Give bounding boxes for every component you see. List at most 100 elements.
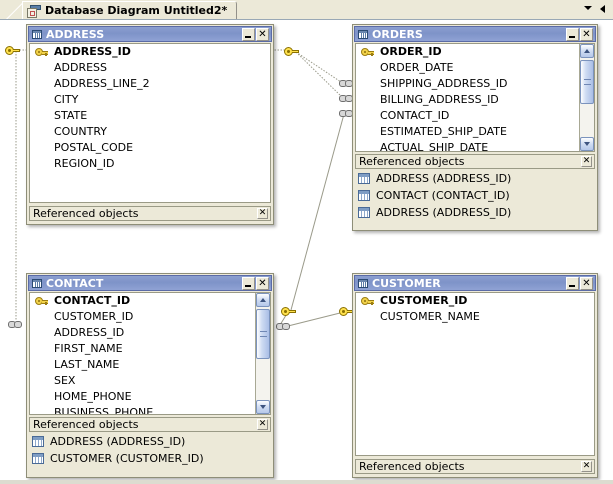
window-title: CONTACT bbox=[46, 277, 104, 290]
window-buttons: ✕ bbox=[565, 28, 593, 41]
close-button[interactable]: ✕ bbox=[256, 277, 269, 290]
orders-fk-chain-3 bbox=[339, 110, 353, 117]
column-row[interactable]: ADDRESS_ID bbox=[30, 325, 270, 341]
list-item[interactable]: CUSTOMER (CUSTOMER_ID) bbox=[29, 450, 271, 467]
primary-key-icon bbox=[361, 297, 374, 305]
column-row[interactable]: HOME_PHONE bbox=[30, 389, 270, 405]
column-row[interactable]: LAST_NAME bbox=[30, 357, 270, 373]
close-button[interactable]: ✕ bbox=[256, 28, 269, 41]
column-name: SEX bbox=[54, 374, 76, 387]
referenced-objects-header-orders[interactable]: Referenced objects ✕ bbox=[355, 154, 595, 169]
vertical-scrollbar-contact[interactable] bbox=[255, 293, 270, 414]
column-name: ESTIMATED_SHIP_DATE bbox=[380, 125, 507, 138]
orders-fk-chain-2 bbox=[339, 95, 353, 102]
scroll-left-icon[interactable] bbox=[600, 4, 609, 14]
column-name: CUSTOMER_ID bbox=[380, 294, 468, 307]
column-row[interactable]: POSTAL_CODE bbox=[30, 140, 270, 156]
column-row[interactable]: CITY bbox=[30, 92, 270, 108]
column-list-address[interactable]: ADDRESS_ID ADDRESS ADDRESS_LINE_2 CITY S… bbox=[29, 43, 271, 203]
referenced-objects-header-contact[interactable]: Referenced objects ✕ bbox=[29, 417, 271, 432]
column-row[interactable]: BILLING_ADDRESS_ID bbox=[356, 92, 594, 108]
primary-key-icon bbox=[35, 297, 48, 305]
referenced-objects-close-icon[interactable]: ✕ bbox=[581, 461, 592, 472]
table-icon bbox=[32, 436, 44, 447]
referenced-objects-list-orders[interactable]: ADDRESS (ADDRESS_ID) CONTACT (CONTACT_ID… bbox=[355, 170, 595, 226]
referenced-objects-close-icon[interactable]: ✕ bbox=[581, 156, 592, 167]
referenced-objects-header-address[interactable]: Referenced objects ✕ bbox=[29, 206, 271, 221]
column-row[interactable]: ADDRESS_LINE_2 bbox=[30, 76, 270, 92]
table-icon bbox=[358, 207, 370, 218]
column-name: CONTACT_ID bbox=[54, 294, 131, 307]
column-row[interactable]: CUSTOMER_ID bbox=[356, 293, 594, 309]
column-row[interactable]: STATE bbox=[30, 108, 270, 124]
title-bar-customer[interactable]: CUSTOMER ✕ bbox=[354, 275, 596, 291]
referenced-objects-label: Referenced objects bbox=[33, 207, 139, 220]
table-window-customer[interactable]: CUSTOMER ✕ CUSTOMER_ID CUSTOMER_NAME Ref… bbox=[352, 273, 598, 478]
list-item[interactable]: CONTACT (CONTACT_ID) bbox=[355, 187, 595, 204]
column-row[interactable]: ADDRESS bbox=[30, 60, 270, 76]
column-name: ADDRESS_ID bbox=[54, 45, 131, 58]
contact-pk-connector-key bbox=[281, 307, 296, 316]
column-row[interactable]: REGION_ID bbox=[30, 156, 270, 172]
referenced-objects-close-icon[interactable]: ✕ bbox=[257, 208, 268, 219]
table-icon bbox=[358, 173, 370, 184]
column-row[interactable]: BUSINESS_PHONE bbox=[30, 405, 270, 414]
table-icon bbox=[358, 190, 370, 201]
referenced-objects-header-customer[interactable]: Referenced objects ✕ bbox=[355, 459, 595, 474]
referenced-object-label: ADDRESS (ADDRESS_ID) bbox=[50, 435, 186, 448]
column-row[interactable]: CUSTOMER_ID bbox=[30, 309, 270, 325]
close-button[interactable]: ✕ bbox=[580, 277, 593, 290]
column-name: ORDER_ID bbox=[380, 45, 442, 58]
minimize-button[interactable] bbox=[566, 277, 579, 290]
close-button[interactable]: ✕ bbox=[580, 28, 593, 41]
contact-address-fk-chain bbox=[8, 321, 22, 328]
column-name: STATE bbox=[54, 109, 88, 122]
column-row[interactable]: ORDER_ID bbox=[356, 44, 594, 60]
minimize-button[interactable] bbox=[242, 277, 255, 290]
title-bar-address[interactable]: ADDRESS ✕ bbox=[28, 26, 272, 42]
minimize-button[interactable] bbox=[566, 28, 579, 41]
column-row[interactable]: ACTUAL_SHIP_DATE bbox=[356, 140, 594, 151]
title-bar-contact[interactable]: CONTACT ✕ bbox=[28, 275, 272, 291]
column-name: BILLING_ADDRESS_ID bbox=[380, 93, 499, 106]
vertical-scrollbar-orders[interactable] bbox=[579, 44, 594, 151]
table-window-orders[interactable]: ORDERS ✕ ORDER_ID ORDER_DATE SHIPPING_AD… bbox=[352, 24, 598, 231]
referenced-objects-label: Referenced objects bbox=[359, 155, 465, 168]
column-name: CITY bbox=[54, 93, 79, 106]
column-row[interactable]: COUNTRY bbox=[30, 124, 270, 140]
scrollbar-thumb[interactable] bbox=[580, 60, 594, 104]
column-row[interactable]: FIRST_NAME bbox=[30, 341, 270, 357]
referenced-objects-close-icon[interactable]: ✕ bbox=[257, 419, 268, 430]
tab-database-diagram[interactable]: Database Diagram Untitled2* bbox=[22, 1, 238, 19]
column-row[interactable]: SHIPPING_ADDRESS_ID bbox=[356, 76, 594, 92]
column-row[interactable]: CONTACT_ID bbox=[30, 293, 270, 309]
scroll-down-button[interactable] bbox=[580, 137, 594, 151]
window-buttons: ✕ bbox=[565, 277, 593, 290]
diagram-canvas[interactable]: ADDRESS ✕ ADDRESS_ID ADDRESS ADDRESS_LIN… bbox=[0, 20, 613, 484]
column-row[interactable]: SEX bbox=[30, 373, 270, 389]
referenced-objects-list-contact[interactable]: ADDRESS (ADDRESS_ID) CUSTOMER (CUSTOMER_… bbox=[29, 433, 271, 473]
column-list-customer[interactable]: CUSTOMER_ID CUSTOMER_NAME bbox=[355, 292, 595, 456]
list-item[interactable]: ADDRESS (ADDRESS_ID) bbox=[355, 170, 595, 187]
scroll-down-button[interactable] bbox=[256, 400, 270, 414]
minimize-button[interactable] bbox=[242, 28, 255, 41]
column-list-contact[interactable]: CONTACT_ID CUSTOMER_ID ADDRESS_ID FIRST_… bbox=[29, 292, 271, 415]
chevron-down-icon[interactable] bbox=[584, 6, 592, 10]
primary-key-icon bbox=[361, 48, 374, 56]
column-row[interactable]: CONTACT_ID bbox=[356, 108, 594, 124]
column-list-orders[interactable]: ORDER_ID ORDER_DATE SHIPPING_ADDRESS_ID … bbox=[355, 43, 595, 152]
title-bar-orders[interactable]: ORDERS ✕ bbox=[354, 26, 596, 42]
list-item[interactable]: ADDRESS (ADDRESS_ID) bbox=[29, 433, 271, 450]
column-row[interactable]: ADDRESS_ID bbox=[30, 44, 270, 60]
scrollbar-thumb[interactable] bbox=[256, 309, 270, 359]
table-window-contact[interactable]: CONTACT ✕ CONTACT_ID CUSTOMER_ID ADDRESS… bbox=[26, 273, 274, 478]
list-item[interactable]: ADDRESS (ADDRESS_ID) bbox=[355, 204, 595, 221]
column-name: REGION_ID bbox=[54, 157, 115, 170]
column-row[interactable]: ORDER_DATE bbox=[356, 60, 594, 76]
table-window-address[interactable]: ADDRESS ✕ ADDRESS_ID ADDRESS ADDRESS_LIN… bbox=[26, 24, 274, 225]
scroll-up-button[interactable] bbox=[580, 44, 594, 58]
scroll-up-button[interactable] bbox=[256, 293, 270, 307]
column-row[interactable]: ESTIMATED_SHIP_DATE bbox=[356, 124, 594, 140]
table-icon bbox=[358, 279, 368, 288]
column-row[interactable]: CUSTOMER_NAME bbox=[356, 309, 594, 325]
